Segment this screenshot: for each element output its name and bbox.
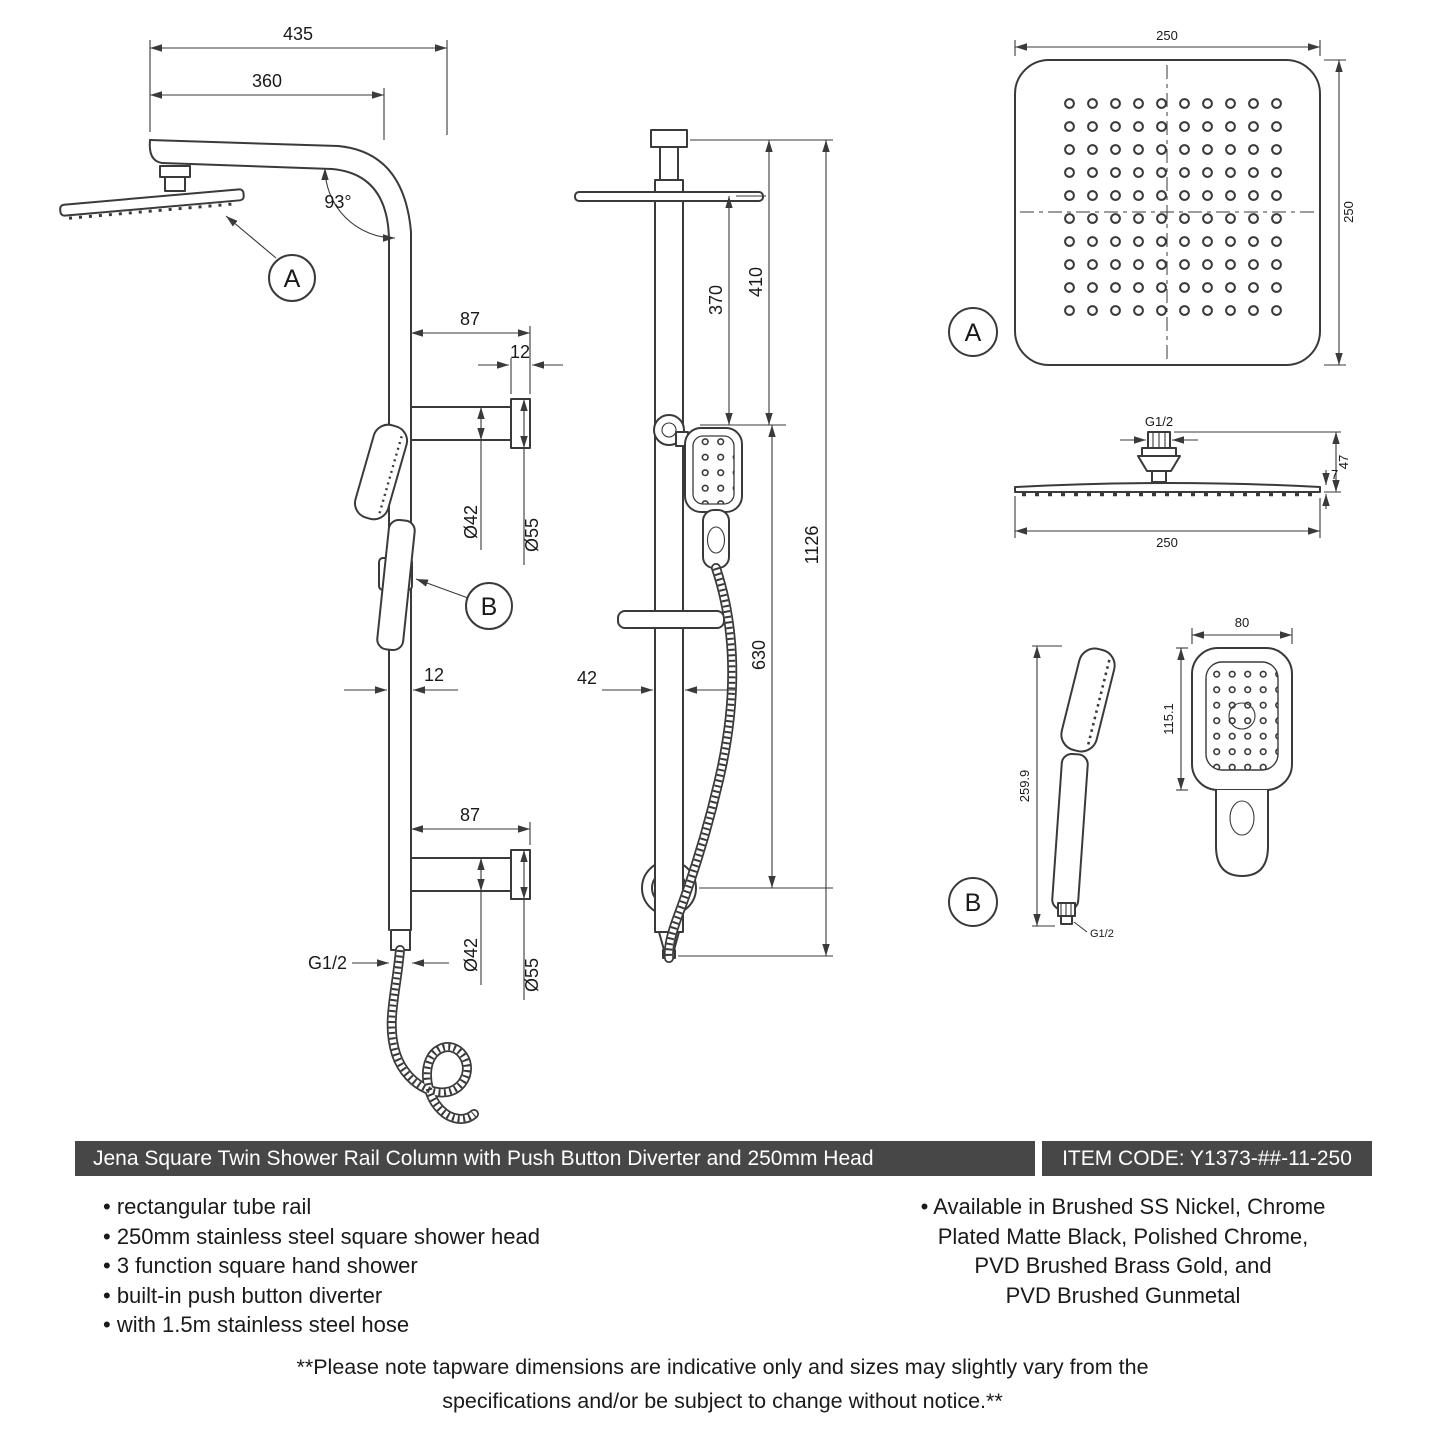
feature-item: • rectangular tube rail [103, 1194, 312, 1219]
detail-b-thread-label: G1/2 [1090, 928, 1114, 940]
front-view: 370 410 630 1126 42 [574, 129, 833, 963]
callout-a: A [284, 265, 301, 293]
dia-42-lower-label: Ø42 [461, 938, 481, 972]
head-profile-7-label: 7 [1331, 467, 1338, 482]
hose-front [663, 563, 738, 963]
title-bar-divider [1035, 1141, 1042, 1176]
detail-a-callout: A [965, 319, 982, 347]
dim-630-label: 630 [749, 640, 769, 670]
feature-item: • 3 function square hand shower [103, 1253, 418, 1278]
availability-line: Plated Matte Black, Polished Chrome, [937, 1223, 1309, 1249]
product-title: Jena Square Twin Shower Rail Column with… [75, 1141, 1035, 1176]
disclaimer-line: **Please note tapware dimensions are ind… [296, 1355, 1149, 1379]
shower-head-side [59, 188, 245, 220]
availability-line: PVD Brushed Gunmetal [1005, 1282, 1241, 1308]
detail-b-face-label: 115.1 [1161, 703, 1176, 735]
availability-line: PVD Brushed Brass Gold, and [974, 1253, 1272, 1278]
detail-b: 259.9 G1/2 80 115.1 B [948, 615, 1293, 940]
dia-55-upper-label: Ø55 [522, 518, 542, 552]
dim-87-upper-label: 87 [460, 309, 480, 329]
dim-12-rail-label: 12 [424, 665, 444, 685]
feature-list: • rectangular tube rail • 250mm stainles… [103, 1192, 540, 1340]
disclaimer-note: **Please note tapware dimensions are ind… [0, 1350, 1445, 1418]
availability-block: • Available in Brushed SS Nickel, Chrome… [872, 1192, 1374, 1310]
head-profile-47-label: 47 [1336, 455, 1351, 469]
side-view: 435 360 93° A 87 12 Ø42 [59, 24, 563, 1124]
hose-side [386, 945, 479, 1124]
dim-42-label: 42 [577, 668, 597, 688]
thread-g12-side-label: G1/2 [308, 953, 347, 973]
technical-drawing: 435 360 93° A 87 12 Ø42 [59, 24, 1356, 1124]
detail-b-callout: B [965, 889, 982, 917]
detail-b-width-label: 80 [1235, 615, 1249, 630]
title-bar: Jena Square Twin Shower Rail Column with… [75, 1141, 1372, 1176]
disclaimer-line: specifications and/or be subject to chan… [442, 1389, 1003, 1413]
dim-435-label: 435 [283, 24, 313, 44]
feature-item: • with 1.5m stainless steel hose [103, 1312, 410, 1337]
dim-1126-label: 1126 [802, 526, 822, 565]
detail-a: 250 250 A [948, 28, 1356, 366]
dim-410-label: 410 [746, 267, 766, 297]
hand-shower-front [675, 427, 743, 569]
feature-item: • built-in push button diverter [103, 1282, 383, 1308]
dim-12-upper-label: 12 [510, 342, 530, 362]
dim-87-lower-label: 87 [460, 805, 480, 825]
angle-label: 93° [324, 192, 351, 212]
dim-360-label: 360 [252, 71, 282, 91]
dia-42-upper-label: Ø42 [461, 505, 481, 539]
item-code: ITEM CODE: Y1373-##-11-250 [1042, 1141, 1372, 1176]
detail-a-width-label: 250 [1156, 28, 1178, 43]
dim-370-label: 370 [706, 285, 726, 315]
detail-a-height-label: 250 [1341, 201, 1356, 223]
head-profile-thread-label: G1/2 [1145, 414, 1173, 429]
callout-b: B [481, 593, 498, 621]
hand-shower-side [353, 423, 416, 652]
detail-b-length-label: 259.9 [1017, 770, 1032, 803]
feature-item: • 250mm stainless steel square shower he… [103, 1223, 540, 1249]
head-profile-width-label: 250 [1156, 535, 1178, 550]
dia-55-lower-label: Ø55 [522, 958, 542, 992]
availability-line: • Available in Brushed SS Nickel, Chrome [920, 1194, 1326, 1219]
head-profile-view: G1/2 47 7 250 [1014, 414, 1351, 550]
